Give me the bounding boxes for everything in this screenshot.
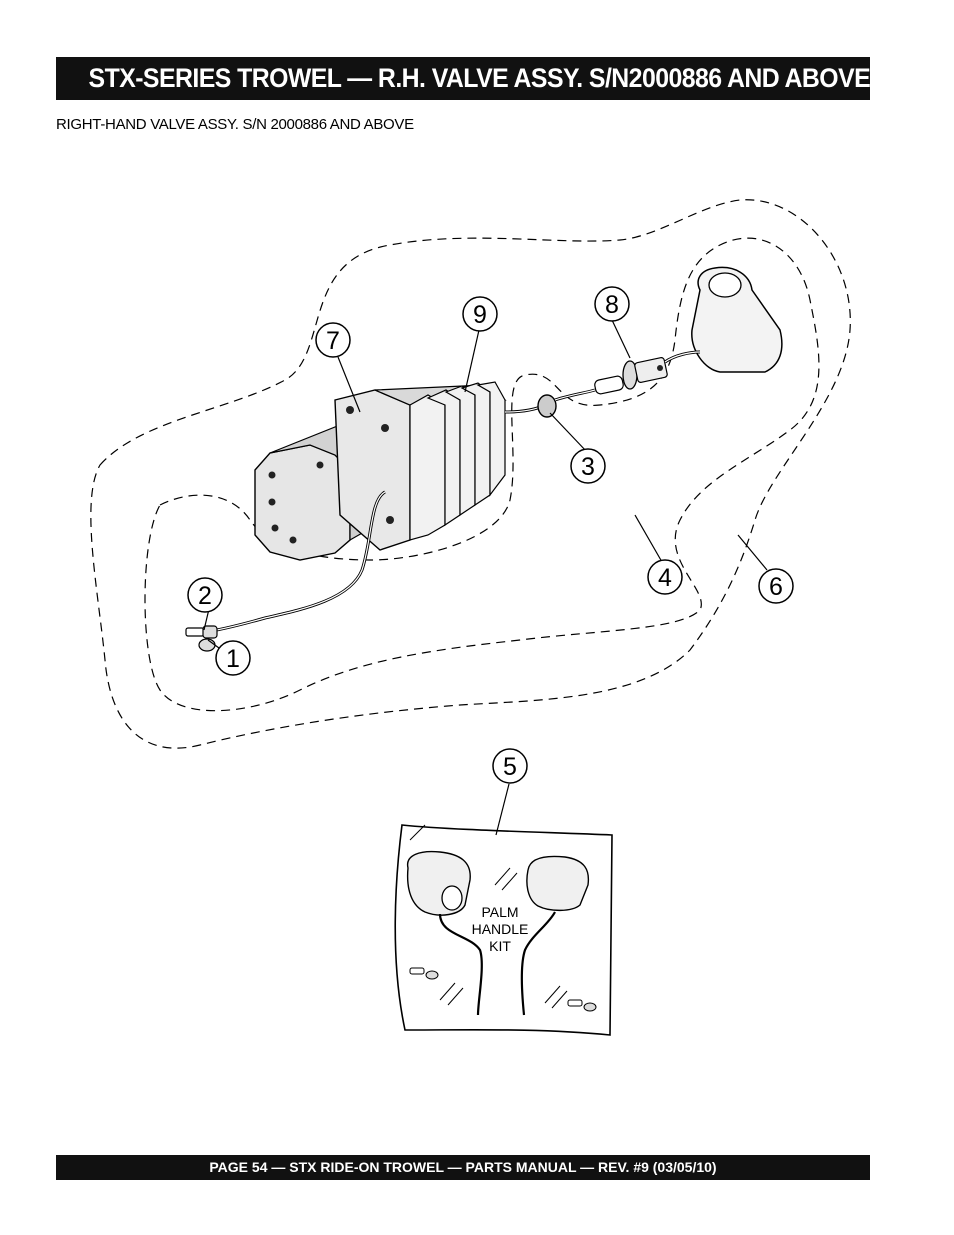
callout-6-label: 6 bbox=[769, 573, 783, 601]
kit-label-line1: PALM bbox=[481, 904, 518, 920]
page-footer-bar: PAGE 54 — STX RIDE-ON TROWEL — PARTS MAN… bbox=[56, 1155, 870, 1180]
callout-7-label: 7 bbox=[326, 327, 340, 355]
diagram-subtitle: RIGHT-HAND VALVE ASSY. S/N 2000886 AND A… bbox=[56, 116, 414, 133]
solenoid-valve-body bbox=[204, 381, 546, 634]
callout-1-label: 1 bbox=[226, 645, 240, 673]
kit-label-line3: KIT bbox=[489, 938, 511, 954]
callout-1: 1 bbox=[215, 640, 251, 676]
callout-6: 6 bbox=[758, 568, 794, 604]
palm-handle-kit-bag: PALM HANDLE KIT bbox=[394, 824, 613, 1036]
callout-5-label: 5 bbox=[503, 753, 517, 781]
callout-8-label: 8 bbox=[605, 291, 619, 319]
callout-2-label: 2 bbox=[198, 582, 212, 610]
page-title-bar: STX-SERIES TROWEL — R.H. VALVE ASSY. S/N… bbox=[56, 57, 871, 100]
callout-4: 4 bbox=[647, 559, 683, 595]
callout-4-label: 4 bbox=[658, 564, 672, 592]
wire-connectors bbox=[185, 625, 218, 652]
kit-label-line2: HANDLE bbox=[472, 921, 529, 937]
callout-8: 8 bbox=[594, 286, 630, 322]
callout-7: 7 bbox=[315, 322, 351, 358]
inner-dashed-boundary bbox=[144, 237, 820, 712]
callout-9: 9 bbox=[462, 296, 498, 332]
callout-3: 3 bbox=[570, 448, 606, 484]
outer-dashed-boundary bbox=[90, 199, 851, 749]
callout-5: 5 bbox=[492, 748, 528, 784]
page-footer: PAGE 54 — STX RIDE-ON TROWEL — PARTS MAN… bbox=[209, 1159, 717, 1175]
wire-nut bbox=[537, 388, 596, 418]
callout-3-label: 3 bbox=[581, 453, 595, 481]
callout-9-label: 9 bbox=[473, 301, 487, 329]
switch-assembly bbox=[594, 266, 783, 395]
callout-2: 2 bbox=[187, 577, 223, 613]
page-title: STX-SERIES TROWEL — R.H. VALVE ASSY. S/N… bbox=[88, 63, 871, 93]
leader-lines bbox=[203, 319, 768, 836]
